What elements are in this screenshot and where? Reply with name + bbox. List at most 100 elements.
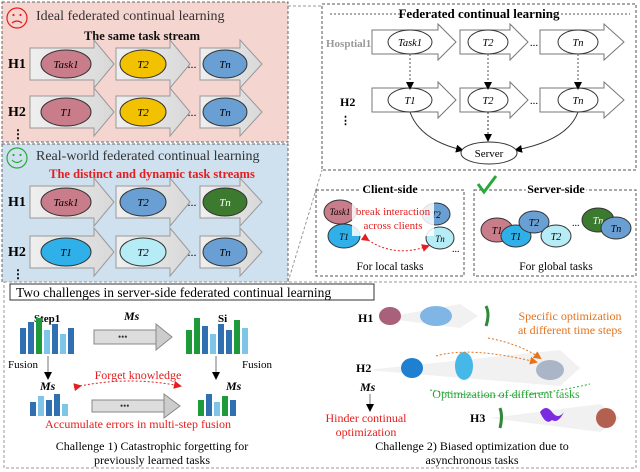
server-side-title: Server-side: [527, 182, 585, 196]
h2-organ-1: [401, 358, 423, 378]
realworld-row-label-h2: H2: [8, 245, 26, 260]
fcl-title: Federated continual learning: [398, 6, 560, 21]
ideal-row-label-h2: H2: [8, 105, 26, 120]
hinder-line1: Hinder continual: [326, 411, 408, 425]
ideal-row2-taskn-label: Tn: [219, 107, 231, 119]
fcl-row-label-h2: H2: [340, 95, 355, 109]
server-ellipsis: ...: [572, 218, 580, 229]
realworld-row1-taskn: [202, 187, 248, 217]
bar-cluster-right: [186, 318, 248, 354]
server-side-panel: Server-side T1 T1 T2 T2 Tn Tn ... For gl…: [473, 175, 637, 277]
fcl-row2-task1-label: T1: [404, 96, 415, 107]
ideal-panel: Ideal federated continual learning The s…: [1, 1, 289, 143]
fusion-arrow-top: •••: [93, 322, 173, 352]
realworld-row-label-h1: H1: [8, 195, 26, 210]
specific-line1: Specific optimization: [519, 309, 622, 323]
ms-right-label: Ms: [359, 380, 376, 394]
ideal-row1-taskn: [202, 49, 248, 79]
server-label: Server: [475, 148, 504, 160]
client-side-title: Client-side: [362, 182, 418, 196]
forget-label: Forget knowledge: [95, 368, 182, 382]
ideal-row1-ellipsis: ...: [188, 57, 197, 71]
hinder-line2: optimization: [336, 425, 397, 439]
fcl-row1-ellipsis: ...: [530, 37, 539, 49]
ideal-row1-taskn-label: Tn: [219, 59, 231, 71]
challenge1-caption-line1: Challenge 1) Catastrophic forgetting for: [56, 439, 248, 453]
realworld-more-rows: ⋮: [12, 267, 24, 281]
realworld-row1-task1: [40, 187, 92, 217]
client-task-blue-label: T2: [431, 210, 441, 220]
h3-organ-2: [540, 408, 564, 422]
ideal-title: Ideal federated continual learning: [36, 9, 225, 24]
ideal-row1-task1: [40, 49, 92, 79]
optimization-label: Optimization of different tasks: [432, 387, 580, 401]
challenge2-caption-line1: Challenge 2) Biased optimization due to: [375, 439, 569, 453]
fusion-right-label: Fusion: [242, 359, 272, 371]
server-task-cyan: [500, 224, 532, 248]
h1-organ-3: [484, 305, 490, 327]
server-node: [460, 141, 518, 165]
client-ellipsis: ...: [452, 244, 460, 255]
fcl-row1-task1-label: Task1: [398, 38, 422, 49]
challenge1-caption-line2: previously learned tasks: [94, 453, 210, 467]
sad-face-icon: [6, 7, 28, 29]
client-side-panel: Client-side Task1 T1 T2 Tn break interac…: [315, 180, 465, 277]
ideal-row1-task2-label: T2: [137, 59, 149, 71]
h2-organ-3: [536, 360, 564, 380]
svg-text:•••: •••: [120, 401, 129, 411]
h1-organ-2: [420, 306, 452, 326]
right-row-h1: H1: [358, 311, 373, 325]
fcl-panel: Federated continual learning Hosptial1 T…: [321, 3, 637, 171]
server-task-light-label: T2: [551, 232, 562, 243]
realworld-row1-taskn-label: Tn: [219, 197, 231, 209]
ms-bottom-left: Ms: [39, 379, 56, 393]
fcl-row2-task2-label: T2: [482, 96, 494, 107]
ms-bottom-right: Ms: [225, 379, 242, 393]
server-task-pink-label: T1: [492, 226, 503, 237]
bar-cluster-bottom-left: [30, 394, 68, 416]
svg-text:•••: •••: [118, 332, 127, 342]
h1-organ-1: [379, 307, 401, 325]
server-task-blue: [518, 210, 550, 234]
realworld-row2-task1: [40, 237, 92, 267]
h3-organ-3: [596, 408, 616, 428]
fcl-row-label-h1: Hosptial1: [326, 38, 371, 50]
bar-cluster-left: [20, 318, 74, 354]
server-task-green-label: Tn: [593, 216, 604, 227]
si-label: Si: [218, 313, 227, 325]
server-task-blue-2: [600, 216, 632, 240]
realworld-row2-task1-label: T1: [60, 247, 72, 259]
ms-top-label: Ms: [123, 309, 140, 323]
server-task-blue-2-label: Tn: [611, 224, 622, 235]
ideal-row2-task2-label: T2: [137, 107, 149, 119]
realworld-row2-ellipsis: ...: [188, 245, 197, 259]
accumulate-label: Accumulate errors in multi-step fusion: [45, 417, 231, 431]
ideal-row1-task2: [119, 49, 167, 79]
realworld-subtitle: The distinct and dynamic task streams: [49, 167, 255, 181]
client-task-cyan-label: T1: [339, 232, 349, 242]
realworld-title: Real-world federated continual learning: [36, 149, 260, 164]
ideal-row2-task1-label: T1: [60, 107, 72, 119]
fusion-left-label: Fusion: [8, 359, 38, 371]
right-row-h3: H3: [470, 411, 485, 425]
check-icon: [476, 175, 498, 195]
ideal-row1-task1-label: Task1: [53, 59, 78, 71]
challenges-header: Two challenges in server-side federated …: [16, 285, 331, 300]
client-task-pink-label: Task1: [330, 207, 351, 217]
server-task-cyan-label: T1: [511, 232, 522, 243]
fcl-row2-ellipsis: ...: [530, 95, 539, 107]
realworld-row1-task2-label: T2: [137, 197, 149, 209]
ideal-row2-task1: [40, 97, 92, 127]
challenge-right: H1 Specific optimization at different ti…: [326, 304, 622, 467]
realworld-row2-task2: [119, 237, 167, 267]
ideal-row2-task2: [119, 97, 167, 127]
server-side-footer: For global tasks: [519, 261, 593, 273]
bar-cluster-bottom-right: [198, 394, 236, 416]
client-break-line2: across clients: [364, 220, 423, 232]
fcl-row1-task2-label: T2: [482, 38, 494, 49]
realworld-row2-taskn: [202, 237, 248, 267]
realworld-row1-task2: [119, 187, 167, 217]
client-side-footer: For local tasks: [356, 261, 424, 273]
server-task-blue-label: T2: [529, 218, 540, 229]
